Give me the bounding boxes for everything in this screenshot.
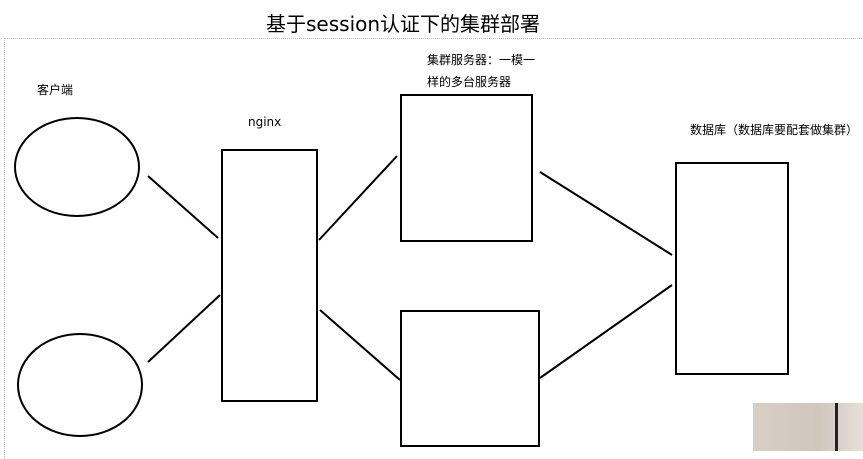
cluster-server-box-2 bbox=[400, 310, 540, 447]
nginx-label: nginx bbox=[248, 115, 282, 129]
webcam-thumbnail bbox=[753, 403, 863, 451]
connector-nginx-server2 bbox=[319, 309, 401, 381]
diagram-title: 基于session认证下的集群部署 bbox=[266, 12, 541, 36]
cluster-server-box-1 bbox=[400, 94, 533, 242]
connector-nginx-server1 bbox=[318, 155, 398, 241]
client-label: 客户端 bbox=[37, 83, 74, 97]
connector-server1-db bbox=[539, 171, 673, 256]
canvas-border bbox=[4, 38, 863, 459]
connector-server2-db bbox=[539, 284, 673, 379]
database-box bbox=[675, 162, 789, 375]
cluster-label-line1: 集群服务器：一模一 bbox=[427, 53, 536, 67]
client-ellipse-2 bbox=[17, 333, 143, 437]
cluster-label-line2: 样的多台服务器 bbox=[427, 75, 512, 89]
connector-client2-nginx bbox=[147, 294, 221, 363]
thumbnail-divider bbox=[835, 403, 838, 451]
client-ellipse-1 bbox=[14, 117, 140, 217]
connector-client1-nginx bbox=[147, 175, 219, 239]
nginx-box bbox=[221, 149, 318, 402]
database-label: 数据库（数据库要配套做集群） bbox=[690, 123, 859, 137]
